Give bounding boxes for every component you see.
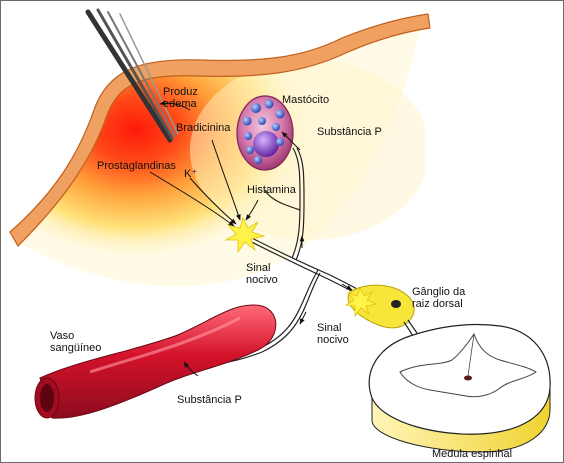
label-sinal-nocivo-2: Sinal nocivo [317,322,349,346]
arrow-down-branch [300,312,306,324]
label-sinal-nocivo-1: Sinal nocivo [246,262,278,286]
label-prostaglandinas: Prostaglandinas [97,160,176,172]
label-substancia-p-top: Substância P [317,126,382,138]
spinal-cord [369,324,550,452]
label-bradicinina: Bradicinina [176,122,230,134]
label-produz-edema: Produz edema [163,86,198,110]
label-mastocito: Mastócito [282,94,329,106]
mast-cell [237,96,293,170]
label-ganglio: Gânglio da raiz dorsal [412,286,465,310]
label-substancia-p-bottom: Substância P [177,394,242,406]
label-k-plus: K⁺ [184,168,197,180]
label-histamina: Histamina [247,184,296,196]
label-vaso: Vaso sangüíneo [50,330,101,354]
label-medula: Medula espinhal [432,448,512,460]
